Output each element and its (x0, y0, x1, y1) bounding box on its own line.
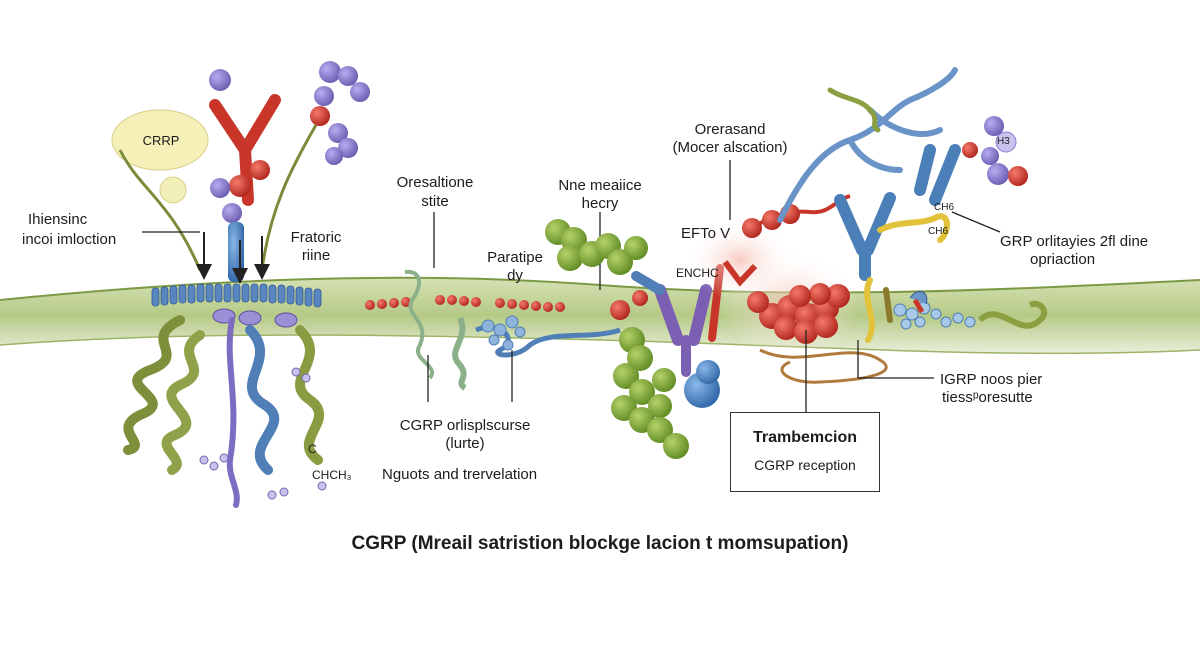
fratoric-label-line2: riine (301, 247, 331, 264)
paratipe-label-line2: dy (507, 267, 523, 284)
blue-bead-cluster (481, 315, 526, 351)
small-lavender-beads (199, 367, 327, 500)
igrp-label-line1: IGRP noos pier (940, 371, 1043, 388)
transmission-box: Trambemcion CGRP reception (730, 412, 880, 492)
efto-label: EFTo V (681, 225, 731, 242)
right-purple-cluster (962, 116, 1028, 186)
grp-label-line2: opriaction (1030, 251, 1096, 268)
purple-cluster (310, 61, 370, 165)
igrp-label-line2: tiessᵖoresutte (942, 389, 1033, 406)
membrane-bead-row (151, 283, 322, 308)
oresaltione-label-line1: Oresaltione (396, 174, 474, 191)
left-stem (118, 149, 202, 271)
ch6-label-1: CH6 (934, 202, 955, 213)
grp-label-line1: GRP orlitayies 2fl dine (1000, 233, 1149, 250)
green-ball-chain (545, 219, 689, 459)
enchc-label: ENCHC (676, 266, 719, 280)
right-bead-cluster (893, 301, 976, 330)
yellow-particle (159, 176, 187, 204)
chch3-label: CHCH₃ (312, 468, 352, 482)
h3-label: H3 (997, 136, 1010, 147)
brown-strand (759, 348, 888, 384)
ch6-label-2: CH6 (928, 226, 949, 237)
red-dot-row (365, 295, 565, 312)
orerasand-label-line1: Orerasand (694, 121, 766, 138)
green-squiggle-1 (404, 269, 434, 380)
orerasand-label-line2: (Mocer alscation) (672, 139, 788, 156)
nguots-label: Nguots and trervelation (382, 466, 538, 483)
box-subtitle: CGRP reception (754, 457, 856, 473)
red-cluster (747, 283, 850, 344)
blue-channel (228, 222, 244, 282)
olive-ribbon (827, 87, 881, 133)
blue-receptor-y (834, 144, 961, 281)
cgrp-orlisplscurse-line2: (lurte) (445, 435, 485, 452)
yellow-strand (864, 213, 950, 343)
oresaltione-label-line2: stite (421, 193, 449, 210)
crrp-label: CRRP (142, 133, 180, 148)
left-label-line2: incoi imloction (22, 231, 117, 248)
box-title: Trambemcion (752, 429, 858, 446)
fratoric-label-line1: Fratoric (290, 229, 342, 246)
nne-label-line2: hecry (581, 195, 619, 212)
cgrp-orlisplscurse-line1: CGRP orlisplscurse (399, 417, 531, 434)
right-olive-helix (977, 300, 1048, 329)
crrp-bubble (111, 109, 209, 171)
c-small-label: C (308, 442, 317, 456)
green-squiggle-2 (452, 316, 467, 391)
paratipe-label-line1: Paratipe (487, 249, 543, 266)
figure-caption: CGRP (Mreail satristion blockge lacion t… (351, 533, 849, 554)
nne-label-line1: Nne meaiice (558, 177, 642, 194)
left-label-line1: Ihiensinc (28, 211, 88, 228)
green-helices (123, 315, 325, 508)
